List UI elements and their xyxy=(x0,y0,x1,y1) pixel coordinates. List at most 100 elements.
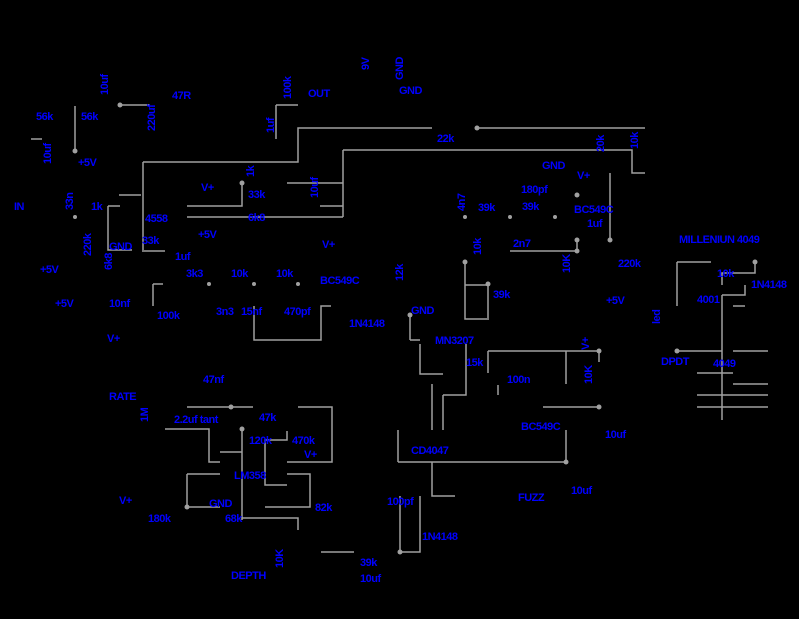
label: 56k xyxy=(81,111,99,123)
label: led xyxy=(651,310,663,324)
label: V+ xyxy=(107,333,120,345)
label: 1uf xyxy=(587,218,603,230)
label: BC549C xyxy=(320,275,360,287)
label: GND xyxy=(411,305,435,317)
label: GND xyxy=(109,241,133,253)
label: 10k xyxy=(231,268,249,280)
label: 10K xyxy=(274,549,286,568)
label: 2n7 xyxy=(513,238,531,250)
label: 10K xyxy=(561,254,573,273)
label: 6k8 xyxy=(248,212,265,224)
label: 100n xyxy=(507,374,531,386)
label: 3n3 xyxy=(216,306,234,318)
label: 1uf xyxy=(265,117,277,133)
label: RATE xyxy=(109,391,136,403)
label: +5V xyxy=(55,298,75,310)
label: 9V xyxy=(360,56,372,70)
label: 20k xyxy=(595,134,607,152)
label: 82k xyxy=(315,502,333,514)
label: 22k xyxy=(437,133,455,145)
label: 1M xyxy=(139,407,151,422)
label: GND xyxy=(394,57,406,81)
label: 33n xyxy=(64,192,76,210)
label: LM358 xyxy=(234,470,266,482)
label: 39k xyxy=(478,202,496,214)
label: 1N4148 xyxy=(349,318,385,330)
label: +5V xyxy=(198,229,218,241)
label: 1N4148 xyxy=(422,531,458,543)
label: 1N4148 xyxy=(751,279,787,291)
label: 10nf xyxy=(109,298,130,310)
label: 4049 xyxy=(713,358,736,370)
label: 4558 xyxy=(145,213,168,225)
label: 10K xyxy=(583,365,595,384)
label: 10k xyxy=(717,268,735,280)
label: 120k xyxy=(249,435,273,447)
label: 15k xyxy=(466,357,484,369)
label: 220k xyxy=(618,258,642,270)
label: 10uf xyxy=(42,143,54,164)
label: V+ xyxy=(322,239,335,251)
label: 4n7 xyxy=(456,193,468,211)
label: 2.2uf tant xyxy=(174,414,219,426)
label: 100pf xyxy=(387,496,414,508)
label: 10uf xyxy=(309,177,321,198)
label: MILLENIUN 4049 xyxy=(679,234,760,246)
label: 220uf xyxy=(146,104,158,131)
label: CD4047 xyxy=(411,445,449,457)
label: 100k xyxy=(282,75,294,99)
label: 47nf xyxy=(203,374,224,386)
label: 10uf xyxy=(360,573,381,585)
label: 47k xyxy=(259,412,277,424)
label: 10uf xyxy=(605,429,626,441)
label: 1uf xyxy=(175,251,191,263)
label: 6k8 xyxy=(103,253,115,270)
label: 470pf xyxy=(284,306,311,318)
label: +5V xyxy=(606,295,626,307)
label: 180k xyxy=(148,513,172,525)
label: 10k xyxy=(276,268,294,280)
label: 33k xyxy=(248,189,266,201)
label: GND xyxy=(209,498,233,510)
junction-dots xyxy=(72,102,758,555)
label: BC549C xyxy=(521,421,561,433)
label: 470k xyxy=(292,435,316,447)
label: +5V xyxy=(78,157,98,169)
label: 56k xyxy=(36,111,54,123)
label: 10uf xyxy=(99,74,111,95)
label: V+ xyxy=(577,170,590,182)
label: 68k xyxy=(225,513,243,525)
label: 39k xyxy=(360,557,378,569)
label: 100k xyxy=(157,310,181,322)
label: GND xyxy=(399,85,423,97)
label: 10k xyxy=(472,237,484,255)
label: DPDT xyxy=(661,356,690,368)
label: OUT xyxy=(308,88,331,100)
label: IN xyxy=(14,201,25,213)
label: 10uf xyxy=(571,485,592,497)
label: GND xyxy=(542,160,566,172)
label: MN3207 xyxy=(435,335,474,347)
label: 4001 xyxy=(697,294,720,306)
label: 12k xyxy=(394,263,406,281)
label: 1k xyxy=(245,164,257,177)
label: BC549C xyxy=(574,204,614,216)
label: 10k xyxy=(629,131,641,149)
label: V+ xyxy=(304,449,317,461)
wires xyxy=(31,104,768,553)
label: 39k xyxy=(522,201,540,213)
label: +5V xyxy=(40,264,60,276)
label: 33k xyxy=(142,235,160,247)
component-labels: 9V GND 10uf 47R 100k OUT GND 56k 56k 220… xyxy=(14,56,787,585)
label: 15nf xyxy=(241,306,262,318)
label: V+ xyxy=(580,337,592,350)
label: 180pf xyxy=(521,184,548,196)
label: V+ xyxy=(119,495,132,507)
label: 1k xyxy=(91,201,104,213)
label: 3k3 xyxy=(186,268,203,280)
label: 220k xyxy=(82,232,94,256)
label: V+ xyxy=(201,182,214,194)
label: DEPTH xyxy=(231,570,266,582)
